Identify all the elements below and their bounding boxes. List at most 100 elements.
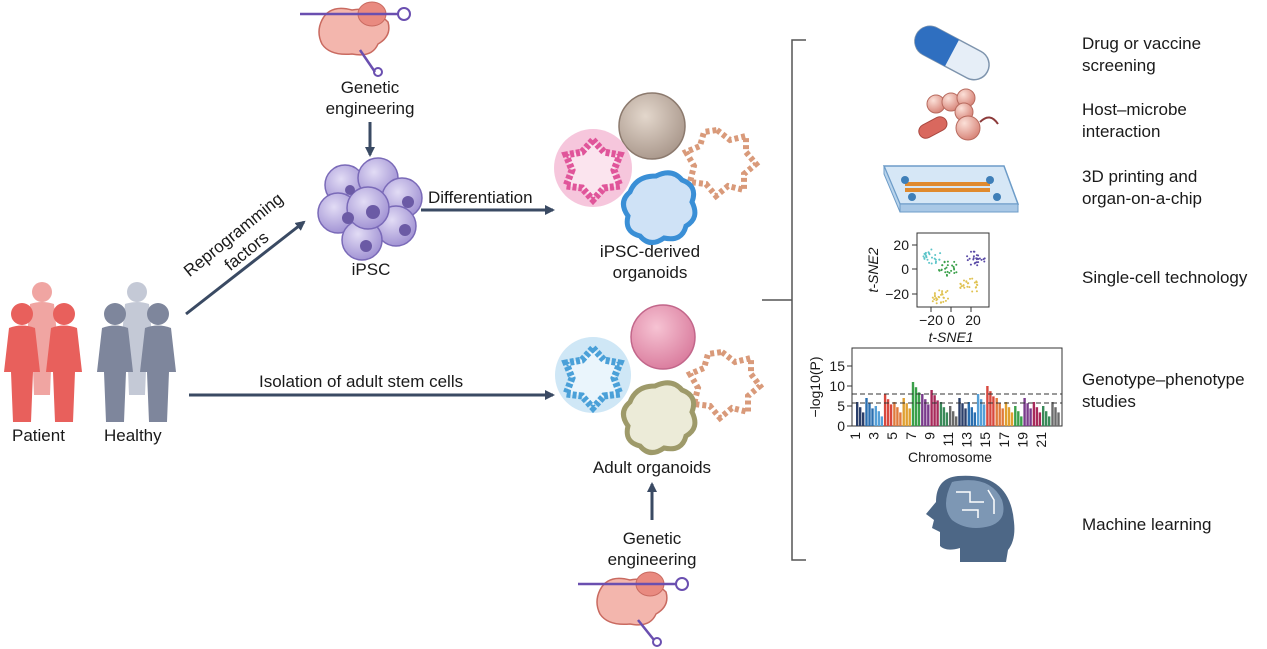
manhattan-xtick: 1	[847, 432, 863, 440]
ipsc-label: iPSC	[351, 260, 391, 279]
tsne-point	[950, 269, 953, 272]
manhattan-bar	[1017, 411, 1020, 426]
ipsc-organoids-label: iPSC-derived organoids	[570, 241, 730, 283]
app-drug-screening: Drug or vaccine screening	[1082, 33, 1267, 77]
manhattan-ytick: 15	[829, 358, 845, 374]
patient-label: Patient	[12, 426, 65, 445]
tsne-point	[968, 286, 971, 289]
adult-organoids-label: Adult organoids	[592, 458, 712, 477]
tsne-point	[944, 271, 947, 274]
tsne-point	[938, 269, 940, 271]
manhattan-xlabel: Chromosome	[908, 449, 992, 465]
tsne-point	[931, 256, 933, 259]
tsne-point	[976, 264, 979, 267]
manhattan-bar	[905, 403, 908, 426]
app-single-cell: Single-cell technology	[1082, 267, 1267, 289]
manhattan-bar	[886, 399, 890, 426]
crispr-top-icon	[300, 1, 411, 77]
tsne-point	[975, 283, 978, 286]
tsne-point	[938, 258, 941, 261]
ipsc-cell-cluster	[317, 157, 423, 261]
tsne-point	[943, 260, 946, 263]
tsne-point	[935, 260, 937, 263]
manhattan-bar	[1057, 412, 1060, 426]
manhattan-xtick: 19	[1014, 432, 1030, 448]
tsne-point	[940, 301, 942, 304]
tsne-point	[966, 255, 969, 258]
tsne-point	[955, 263, 958, 266]
manhattan-bars	[856, 382, 1060, 426]
chip-icon	[882, 165, 1020, 213]
manhattan-bar	[921, 394, 924, 426]
manhattan-bar	[970, 407, 973, 426]
tsne-point	[953, 260, 956, 263]
healthy-figures	[97, 282, 176, 422]
app-line: Single-cell technology	[1082, 268, 1248, 287]
manhattan-bar	[1010, 412, 1014, 426]
tsne-point	[959, 286, 962, 289]
manhattan-xtick: 17	[996, 432, 1012, 448]
adult-organoids	[555, 304, 765, 455]
tsne-point	[973, 250, 976, 253]
manhattan-bar	[949, 406, 952, 426]
tsne-ytick: 0	[901, 261, 909, 277]
tsne-point	[936, 298, 939, 301]
manhattan-bar	[958, 398, 961, 426]
manhattan-bar	[1035, 407, 1039, 426]
app-line: studies	[1082, 392, 1136, 411]
manhattan-bar	[1023, 398, 1026, 426]
genetic-engineering-top-label: Genetic engineering	[300, 77, 440, 119]
manhattan-bar	[902, 398, 905, 426]
tsne-point	[946, 260, 949, 263]
tsne-point	[933, 292, 936, 295]
manhattan-bar	[896, 407, 899, 426]
genetic-bottom-line1: Genetic	[622, 529, 682, 548]
tsne-point	[963, 279, 965, 282]
tsne-point	[977, 261, 980, 264]
tsne-point	[962, 284, 965, 287]
manhattan-bar	[961, 403, 964, 426]
manhattan-xtick: 15	[977, 432, 993, 448]
app-3d-printing: 3D printing and organ-on-a-chip	[1082, 166, 1267, 210]
manhattan-bar	[880, 416, 883, 426]
tsne-point	[975, 257, 978, 260]
manhattan-bar	[908, 408, 911, 426]
tsne-point	[930, 248, 933, 251]
manhattan-bar	[883, 394, 887, 426]
tsne-point	[959, 282, 962, 285]
manhattan-xtick: 7	[903, 432, 919, 440]
tsne-point	[944, 267, 947, 270]
patient-figures	[4, 282, 82, 422]
tsne-ylabel: t-SNE2	[865, 247, 881, 292]
manhattan-bar	[1026, 403, 1029, 426]
tsne-xtick: 0	[947, 312, 955, 328]
manhattan-xtick: 13	[959, 432, 975, 448]
tsne-point	[980, 258, 983, 261]
genetic-top-line1: Genetic	[340, 78, 400, 97]
microbe-icon	[918, 88, 999, 141]
manhattan-bar	[914, 387, 918, 426]
tsne-point	[953, 267, 955, 270]
manhattan-bar	[1029, 408, 1032, 426]
tsne-point	[965, 280, 968, 283]
tsne-point	[924, 251, 927, 254]
brain-head-icon	[926, 475, 1015, 562]
manhattan-bar	[1051, 402, 1054, 426]
manhattan-ytick: 0	[837, 418, 845, 434]
tsne-point	[978, 257, 981, 260]
app-line: Drug or vaccine	[1082, 34, 1202, 53]
manhattan-ytick: 10	[829, 378, 845, 394]
tsne-point	[948, 271, 951, 274]
tsne-point	[934, 254, 937, 256]
tsne-xlabel: t-SNE1	[928, 329, 973, 345]
tsne-point	[933, 294, 936, 296]
manhattan-bar	[893, 402, 896, 426]
manhattan-bar	[973, 412, 976, 426]
tsne-point	[975, 280, 978, 283]
tsne-point	[944, 291, 947, 294]
manhattan-bar	[856, 402, 859, 426]
tsne-point	[975, 286, 978, 289]
tsne-point	[931, 300, 934, 303]
